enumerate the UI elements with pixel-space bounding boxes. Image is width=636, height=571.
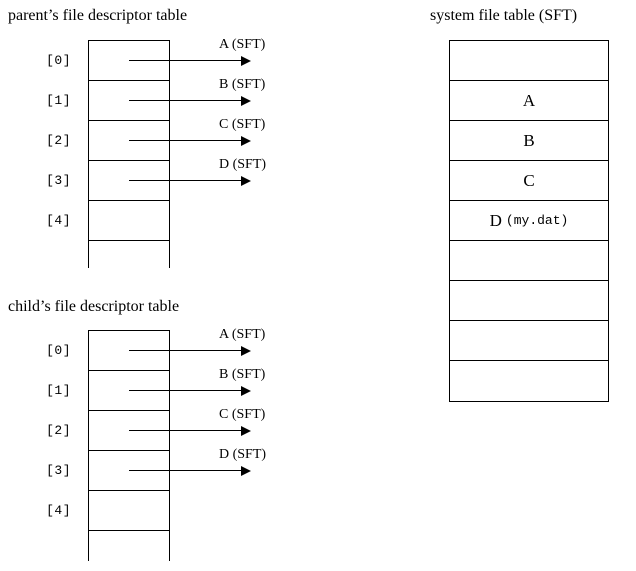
- pointer-target-label: D (SFT): [219, 156, 267, 172]
- table-row: [3] D (SFT): [46, 157, 266, 201]
- sft-entry-filename: (my.dat): [505, 213, 569, 228]
- pointer-target-label: A (SFT): [219, 326, 266, 342]
- sft-entry: D(my.dat): [450, 201, 608, 241]
- pointer-arrow-icon: [129, 95, 289, 107]
- pointer-arrow-icon: [129, 55, 289, 67]
- system-file-table: A B C D(my.dat): [449, 40, 609, 402]
- sft-entry: B: [450, 121, 608, 161]
- sft-entry: [450, 281, 608, 321]
- arrow-head: [241, 55, 251, 66]
- table-row: [2] C (SFT): [46, 407, 265, 451]
- table-row: [4]: [46, 201, 169, 241]
- sft-entry-label: B: [523, 131, 535, 150]
- fd-index-label: [2]: [46, 132, 71, 148]
- fd-index-label: [4]: [46, 212, 71, 228]
- arrow-head: [241, 345, 251, 356]
- table-row: [3] D (SFT): [46, 447, 266, 491]
- child-file-descriptor-table: [0] A (SFT) [1] B (SFT) [2] C (SFT): [46, 327, 266, 561]
- pointer-arrow-icon: [129, 465, 289, 477]
- sft-entry: [450, 241, 608, 281]
- sft-entry: [450, 41, 608, 81]
- pointer-target-label: C (SFT): [219, 116, 266, 132]
- arrow-shaft: [129, 179, 247, 182]
- arrow-head: [241, 465, 251, 476]
- table-row: [89, 241, 169, 281]
- sft-entry-label: A: [522, 91, 536, 110]
- pointer-arrow-icon: [129, 345, 289, 357]
- arrow-shaft: [129, 469, 247, 472]
- fd-index-label: [3]: [46, 172, 71, 188]
- arrow-head: [241, 95, 251, 106]
- pointer-arrow-icon: [129, 135, 289, 147]
- table-row: [1] B (SFT): [46, 77, 265, 121]
- arrow-shaft: [129, 429, 247, 432]
- arrow-shaft: [129, 349, 247, 352]
- arrow-head: [241, 175, 251, 186]
- fd-index-label: [3]: [46, 462, 71, 478]
- arrow-shaft: [129, 139, 247, 142]
- fd-index-label: [2]: [46, 422, 71, 438]
- sft-entry-label: C: [523, 171, 535, 190]
- arrow-shaft: [129, 59, 247, 62]
- pointer-arrow-icon: [129, 425, 289, 437]
- table-row: [0] A (SFT): [46, 327, 265, 371]
- parent-table-heading: parent’s file descriptor table: [8, 7, 188, 24]
- fd-index-label: [1]: [46, 92, 71, 108]
- arrow-head: [241, 385, 251, 396]
- pointer-target-label: B (SFT): [219, 366, 266, 382]
- fd-index-label: [0]: [46, 342, 71, 358]
- child-table-heading: child’s file descriptor table: [8, 298, 180, 315]
- sft-entry: [450, 361, 608, 401]
- fd-index-label: [4]: [46, 502, 71, 518]
- sft-entry: C: [450, 161, 608, 201]
- sft-entry: [450, 321, 608, 361]
- table-row: [1] B (SFT): [46, 367, 265, 411]
- arrow-head: [241, 135, 251, 146]
- pointer-arrow-icon: [129, 175, 289, 187]
- arrow-shaft: [129, 99, 247, 102]
- system-file-table-heading: system file table (SFT): [430, 7, 578, 24]
- pointer-target-label: C (SFT): [219, 406, 266, 422]
- pointer-arrow-icon: [129, 385, 289, 397]
- fd-index-label: [0]: [46, 52, 71, 68]
- arrow-shaft: [129, 389, 247, 392]
- pointer-target-label: B (SFT): [219, 76, 266, 92]
- pointer-target-label: D (SFT): [219, 446, 267, 462]
- table-row: [4]: [46, 491, 169, 531]
- sft-entry: A: [450, 81, 608, 121]
- arrow-head: [241, 425, 251, 436]
- table-row: [89, 531, 169, 571]
- table-row: [0] A (SFT): [46, 37, 265, 81]
- parent-file-descriptor-table: [0] A (SFT) [1] B (SFT) [2] C (SFT): [46, 37, 266, 268]
- pointer-target-label: A (SFT): [219, 36, 266, 52]
- fd-index-label: [1]: [46, 382, 71, 398]
- table-row: [2] C (SFT): [46, 117, 265, 161]
- sft-entry-label: D: [489, 211, 502, 230]
